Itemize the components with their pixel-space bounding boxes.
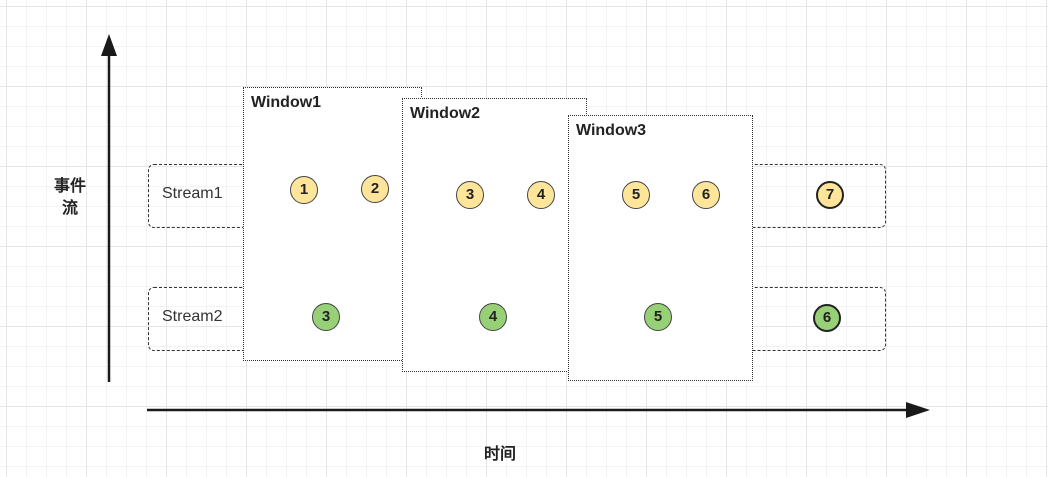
- event-node: 4: [479, 303, 507, 331]
- stream-label: Stream2: [162, 308, 223, 325]
- window-box-3: Window3: [568, 115, 753, 381]
- x-axis-label: 时间: [483, 446, 516, 463]
- y-axis-label: 事件流: [53, 178, 86, 217]
- event-node: 3: [312, 303, 340, 331]
- event-node: 6: [813, 304, 841, 332]
- event-node: 4: [527, 181, 555, 209]
- window-title: Window1: [251, 94, 322, 111]
- event-node: 7: [816, 181, 844, 209]
- y-axis-arrowhead: [101, 34, 117, 56]
- event-node: 5: [622, 181, 650, 209]
- window-title: Window3: [576, 122, 647, 139]
- x-axis-arrowhead: [906, 402, 930, 418]
- event-node: 5: [644, 303, 672, 331]
- event-node: 6: [692, 181, 720, 209]
- event-node: 2: [361, 175, 389, 203]
- stream-label: Stream1: [162, 185, 223, 202]
- event-node: 3: [456, 181, 484, 209]
- event-node: 1: [290, 176, 318, 204]
- window-title: Window2: [410, 105, 481, 122]
